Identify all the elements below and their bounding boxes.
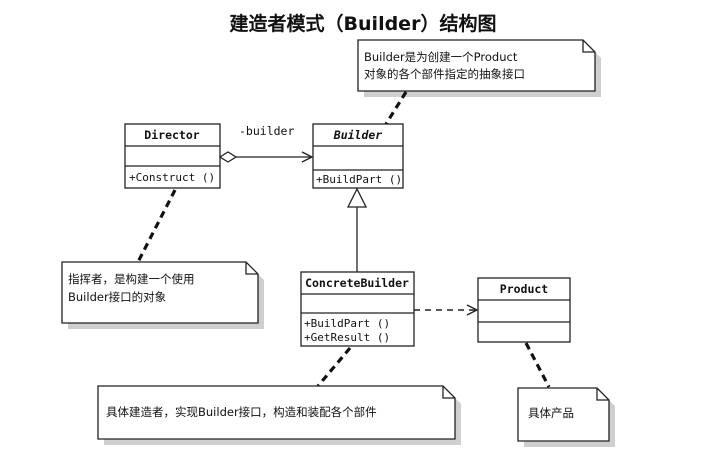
diagram-title: 建造者模式（Builder）结构图 (230, 12, 497, 35)
generalization-triangle (346, 187, 368, 208)
note-product-anchor (524, 342, 551, 388)
generalization-concretebuilder-builder (346, 187, 368, 272)
note-product-line-1: 具体产品 (528, 406, 574, 420)
class-builder-name: Builder (333, 128, 383, 142)
class-concretebuilder-op-buildpart: +BuildPart () (304, 317, 390, 330)
note-builder-anchor (384, 91, 408, 125)
class-builder: Builder +BuildPart () (312, 123, 404, 189)
note-builder-line-2: 对象的各个部件指定的抽象接口 (364, 67, 525, 81)
note-director: 指挥者，是构建一个使用 Builder接口的对象 (61, 261, 264, 329)
note-concretebuilder-line-1: 具体建造者，实现Builder接口，构造和装配各个部件 (106, 405, 377, 419)
class-product: Product (477, 277, 571, 343)
class-director: Director +Construct () (124, 123, 221, 189)
note-product: 具体产品 (517, 387, 615, 447)
note-builder: Builder是为创建一个Product 对象的各个部件指定的抽象接口 (357, 39, 601, 97)
class-concretebuilder-name: ConcreteBuilder (305, 276, 409, 290)
note-director-line-2: Builder接口的对象 (68, 290, 166, 304)
class-concretebuilder-op-getresult: +GetResult () (304, 331, 390, 344)
class-builder-op-buildpart: +BuildPart () (316, 173, 402, 186)
note-concretebuilder: 具体建造者，实现Builder接口，构造和装配各个部件 (97, 385, 461, 445)
note-concretebuilder-anchor (316, 346, 352, 388)
class-director-name: Director (144, 128, 199, 142)
association-role-builder: -builder (239, 124, 294, 138)
class-product-name: Product (500, 282, 549, 296)
class-concretebuilder: ConcreteBuilder +BuildPart () +GetResult… (300, 271, 415, 347)
aggregation-diamond (218, 151, 238, 163)
note-builder-line-1: Builder是为创建一个Product (364, 50, 518, 64)
note-director-line-1: 指挥者，是构建一个使用 (68, 272, 195, 286)
class-director-op-construct: +Construct () (129, 171, 215, 184)
aggregation-director-builder: -builder (218, 124, 312, 163)
note-director-anchor (136, 189, 177, 263)
